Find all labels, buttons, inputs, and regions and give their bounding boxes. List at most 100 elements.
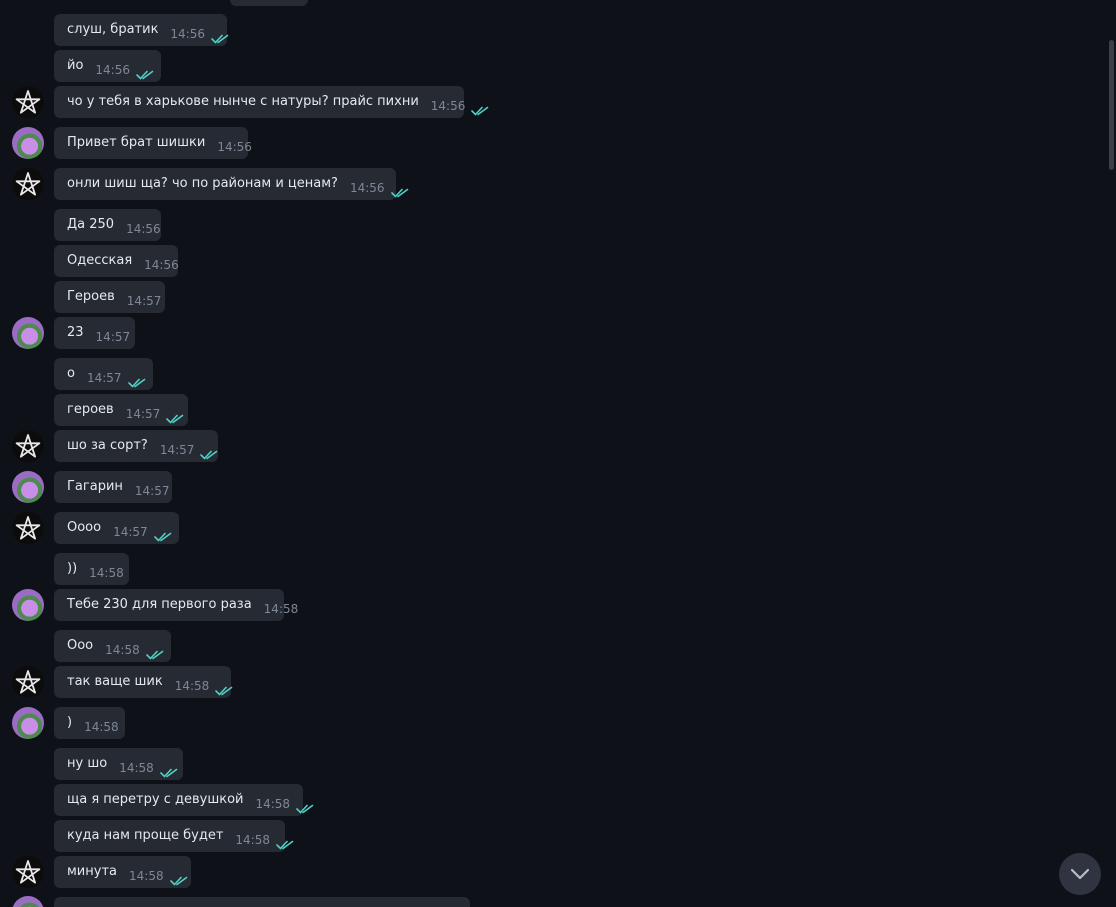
- chevron-down-icon: [1070, 868, 1090, 880]
- message-bubble[interactable]: Оооо 14:57: [54, 512, 179, 544]
- message-time: 14:56: [430, 99, 466, 113]
- message-time: 14:58: [105, 643, 140, 657]
- pentagram-icon[interactable]: [12, 666, 44, 698]
- scroll-down-button[interactable]: [1059, 853, 1101, 895]
- message-text: ну шо: [67, 756, 108, 771]
- message-text: о: [67, 366, 75, 381]
- message-text: героев: [67, 402, 114, 417]
- message-text: слуш, братик: [67, 22, 159, 37]
- avatar[interactable]: [12, 707, 44, 739]
- message-bubble[interactable]: йо 14:56: [54, 50, 161, 82]
- message-time: 14:58: [235, 833, 270, 847]
- pentagram-icon[interactable]: [12, 856, 44, 888]
- message-time: 14:57: [113, 525, 148, 539]
- message-bubble[interactable]: куда нам проще будет 14:58: [54, 820, 294, 852]
- pentagram-icon[interactable]: [12, 168, 44, 200]
- pentagram-icon[interactable]: [12, 430, 44, 462]
- message-text: куда нам проще будет: [67, 828, 224, 843]
- message-time: 14:56: [217, 140, 252, 154]
- message-bubble[interactable]: так ваще шик 14:58: [54, 666, 233, 698]
- message-text: чо у тебя в харькове нынче с натуры? пра…: [67, 94, 419, 109]
- message-bubble[interactable]: героев 14:57: [54, 394, 188, 426]
- message-bubble[interactable]: ) 14:58: [54, 707, 125, 739]
- double-check-icon: [145, 645, 164, 660]
- avatar[interactable]: [12, 317, 44, 349]
- scrollbar-thumb[interactable]: [1109, 40, 1114, 170]
- message-bubble[interactable]: ну шо 14:58: [54, 748, 183, 780]
- message-time: 14:57: [95, 330, 131, 344]
- double-check-icon: [153, 527, 172, 542]
- message-bubble[interactable]: слуш, братик 14:56: [54, 14, 229, 46]
- message-time: 14:57: [134, 484, 170, 498]
- message-bubble[interactable]: 23 14:57: [54, 317, 135, 349]
- double-check-icon: [166, 409, 184, 424]
- message-time: 14:56: [126, 222, 161, 236]
- double-check-icon: [276, 835, 294, 850]
- message-bubble[interactable]: онли шиш ща? чо по районам и ценам? 14:56: [54, 168, 408, 200]
- double-check-icon: [200, 445, 218, 460]
- message-time: 14:58: [119, 761, 154, 775]
- message-text: Ооо: [67, 638, 94, 653]
- double-check-icon: [296, 799, 314, 814]
- message-bubble[interactable]: Да 250 14:56: [54, 209, 161, 241]
- message-time: 14:56: [144, 258, 179, 272]
- message-text: Героев: [67, 289, 115, 304]
- message-text: так ваще шик: [67, 674, 163, 689]
- message-bubble[interactable]: Тебе 230 для первого раза 14:58: [54, 589, 298, 621]
- avatar[interactable]: [12, 896, 44, 907]
- message-bubble[interactable]: о 14:57: [54, 358, 153, 390]
- message-bubble[interactable]: )) 14:58: [54, 553, 129, 585]
- message-bubble[interactable]: минута 14:58: [54, 856, 191, 888]
- message-time: 14:58: [255, 797, 291, 811]
- message-text: Да 250: [67, 217, 115, 232]
- message-bubble[interactable]: Ооо 14:58: [54, 630, 171, 662]
- message-text: 23: [67, 325, 84, 340]
- message-bubble[interactable]: шо за сорт? 14:57: [54, 430, 218, 462]
- double-check-icon: [471, 101, 489, 116]
- message-text: ): [67, 715, 73, 730]
- double-check-icon: [169, 871, 188, 886]
- message-text: шо за сорт?: [67, 438, 148, 453]
- message-time: 14:58: [84, 720, 119, 734]
- double-check-icon: [390, 183, 409, 198]
- pentagram-icon[interactable]: [12, 512, 44, 544]
- message-bubble[interactable]: чо у тебя в харькове нынче с натуры? пра…: [54, 86, 489, 118]
- message-time: 14:57: [86, 371, 122, 385]
- message-bubble[interactable]: [230, 0, 308, 6]
- double-check-icon: [159, 763, 178, 778]
- message-text: )): [67, 561, 78, 576]
- message-bubble[interactable]: Гагарин 14:57: [54, 471, 172, 503]
- message-text: минута: [67, 864, 117, 879]
- avatar[interactable]: [12, 471, 44, 503]
- pentagram-icon[interactable]: [12, 86, 44, 118]
- message-bubble[interactable]: [54, 897, 470, 907]
- message-time: 14:56: [349, 181, 385, 195]
- message-time: 14:57: [125, 407, 161, 421]
- message-text: ща я перетру с девушкой: [67, 792, 244, 807]
- double-check-icon: [136, 65, 154, 80]
- message-time: 14:58: [89, 566, 124, 580]
- message-bubble[interactable]: Привет брат шишки 14:56: [54, 127, 252, 159]
- message-time: 14:56: [170, 27, 206, 41]
- double-check-icon: [127, 373, 146, 388]
- message-text: онли шиш ща? чо по районам и ценам?: [67, 176, 338, 191]
- message-text: йо: [67, 58, 84, 73]
- message-bubble[interactable]: Одесская 14:56: [54, 245, 179, 277]
- message-time: 14:58: [263, 602, 299, 616]
- message-time: 14:56: [95, 63, 130, 77]
- message-text: Тебе 230 для первого раза: [67, 597, 252, 612]
- avatar[interactable]: [12, 127, 44, 159]
- avatar[interactable]: [12, 589, 44, 621]
- message-text: Оооо: [67, 520, 102, 535]
- message-time: 14:57: [159, 443, 195, 457]
- message-text: Одесская: [67, 253, 133, 268]
- message-text: Привет брат шишки: [67, 135, 206, 150]
- message-time: 14:58: [174, 679, 210, 693]
- message-text: Гагарин: [67, 479, 123, 494]
- message-bubble[interactable]: ща я перетру с девушкой 14:58: [54, 784, 314, 816]
- double-check-icon: [211, 29, 229, 44]
- double-check-icon: [215, 681, 233, 696]
- message-time: 14:58: [129, 869, 164, 883]
